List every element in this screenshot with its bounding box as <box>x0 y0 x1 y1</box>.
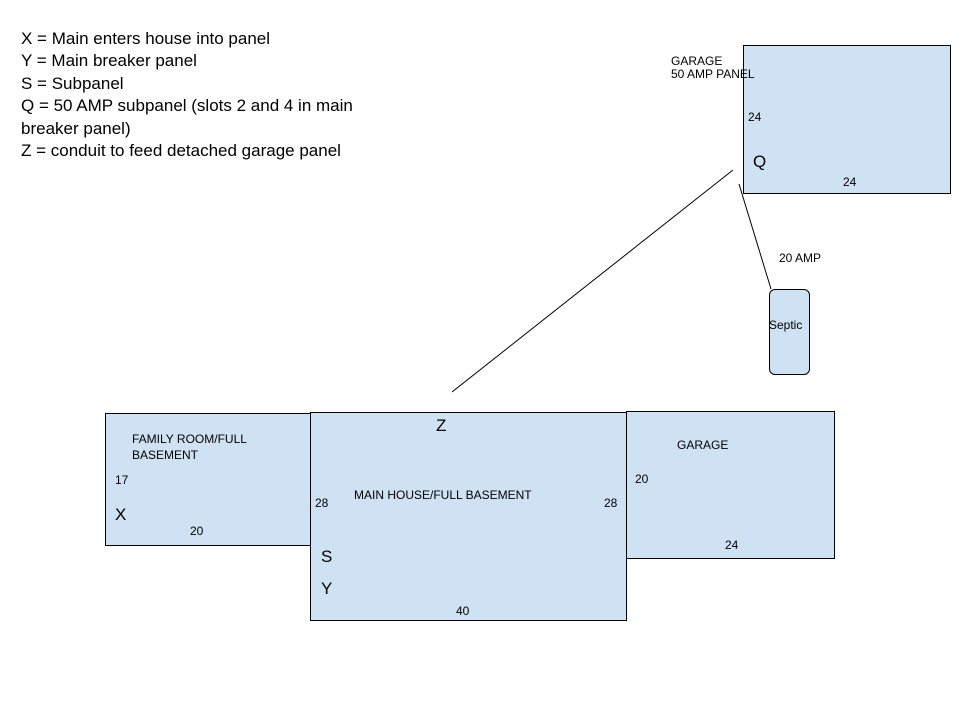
attached-garage-box <box>626 411 835 559</box>
legend-item-z: Z = conduit to feed detached garage pane… <box>21 141 341 161</box>
legend-item-y: Y = Main breaker panel <box>21 51 197 71</box>
attached-garage-dim-bottom: 24 <box>725 538 739 552</box>
family-room-dim-side: 17 <box>115 473 129 487</box>
septic-feed-label: 20 AMP <box>779 251 822 265</box>
detached-garage-dim-side: 24 <box>748 110 762 124</box>
main-house-marker-y: Y <box>321 579 333 598</box>
detached-garage-dim-bottom: 24 <box>843 175 857 189</box>
septic-feed-line <box>738 183 772 290</box>
attached-garage-title: GARAGE <box>677 438 729 452</box>
main-house-marker-z: Z <box>436 416 447 435</box>
septic-label: Septic <box>769 318 803 332</box>
legend-item-s: S = Subpanel <box>21 73 124 93</box>
detached-garage-title: GARAGE 50 AMP PANEL <box>671 55 755 81</box>
main-house-title: MAIN HOUSE/FULL BASEMENT <box>354 488 532 502</box>
detached-garage-marker-q: Q <box>753 152 767 171</box>
family-room-marker-x: X <box>115 505 127 524</box>
main-house-marker-s: S <box>321 547 333 566</box>
detached-garage-title-line1: GARAGE <box>671 54 723 68</box>
legend-item-x: X = Main enters house into panel <box>21 29 271 48</box>
main-house-dim-right: 28 <box>604 496 618 510</box>
septic-box <box>769 289 810 375</box>
conduit-line <box>451 169 734 393</box>
detached-garage-box <box>743 45 951 194</box>
detached-garage-title-line2: 50 AMP PANEL <box>671 67 755 81</box>
main-house-dim-left: 28 <box>315 496 329 510</box>
family-room-dim-bottom: 20 <box>190 524 204 538</box>
main-house-box <box>310 412 627 621</box>
legend-item-q: Q = 50 AMP subpanel (slots 2 and 4 in ma… <box>21 96 353 138</box>
main-house-dim-bottom: 40 <box>456 604 470 618</box>
legend: X = Main enters house into panel Y = Mai… <box>21 28 401 162</box>
family-room-title: FAMILY ROOM/FULL BASEMENT <box>132 432 247 462</box>
family-room-box <box>105 413 313 546</box>
attached-garage-dim-side: 20 <box>635 472 649 486</box>
